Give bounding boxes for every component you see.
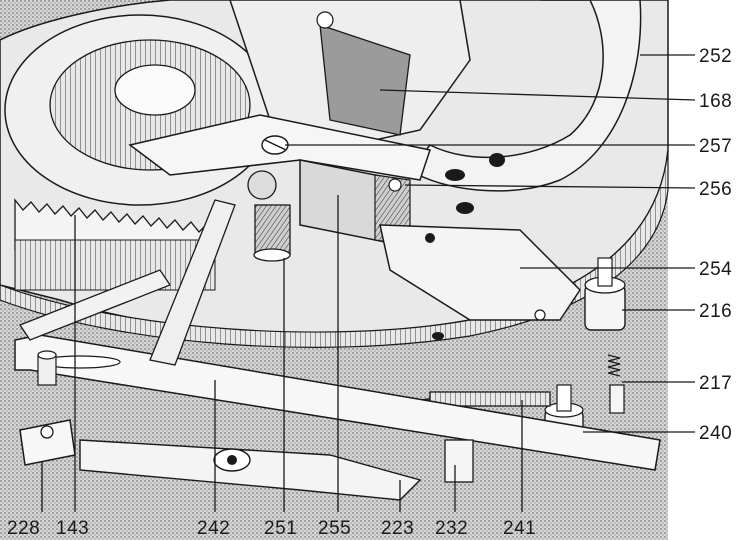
- upper-block: [319, 24, 411, 136]
- label-252: 252: [699, 46, 732, 67]
- label-251: 251: [264, 518, 297, 539]
- post-216-pin: [597, 257, 613, 287]
- label-232: 232: [435, 518, 468, 539]
- label-216: 216: [699, 301, 732, 322]
- label-256: 256: [699, 179, 732, 200]
- post-251-base: [253, 248, 291, 262]
- arm-hole-2: [534, 309, 546, 321]
- block-228-hole: [40, 425, 54, 439]
- right-labels: 252 168 257 256 254 216 217 240: [699, 46, 732, 444]
- strut-vertical: [149, 199, 236, 366]
- label-254: 254: [699, 259, 732, 280]
- label-143: 143: [56, 518, 89, 539]
- lower-pivot-center: [227, 455, 237, 465]
- block-screw: [388, 178, 402, 192]
- label-242: 242: [197, 518, 230, 539]
- label-168: 168: [699, 91, 732, 112]
- spring-post: [609, 384, 625, 414]
- platter-edge: [0, 149, 669, 348]
- upper-screw: [316, 11, 334, 29]
- label-223: 223: [381, 518, 414, 539]
- post-255-knob: [247, 170, 277, 200]
- spool-hub: [114, 64, 196, 116]
- label-217: 217: [699, 373, 732, 394]
- label-257: 257: [699, 136, 732, 157]
- post-251: [254, 204, 291, 256]
- arm-hole: [425, 233, 435, 243]
- platter-hole: [456, 202, 474, 214]
- bracket-232: [444, 439, 474, 483]
- white-margin: [668, 0, 750, 540]
- post-240-pin: [556, 384, 572, 412]
- strut-143: [19, 269, 171, 341]
- leader-168: [379, 89, 696, 101]
- label-255: 255: [318, 518, 351, 539]
- spring-217: [607, 354, 621, 377]
- bottom-leaders: [41, 195, 523, 512]
- label-228: 228: [7, 518, 40, 539]
- platter-hole: [489, 153, 505, 167]
- screw-slot: [264, 139, 287, 151]
- gear-teeth: [14, 198, 216, 251]
- platter-hole: [445, 169, 465, 181]
- left-post-top: [37, 350, 57, 360]
- bottom-labels: 228 143 242 251 255 223 232 241: [7, 518, 536, 539]
- right-leaders: [285, 54, 696, 433]
- arm-254: [379, 224, 581, 321]
- label-240: 240: [699, 423, 732, 444]
- platter-hole: [432, 332, 444, 340]
- leader-256: [404, 184, 696, 189]
- label-241: 241: [503, 518, 536, 539]
